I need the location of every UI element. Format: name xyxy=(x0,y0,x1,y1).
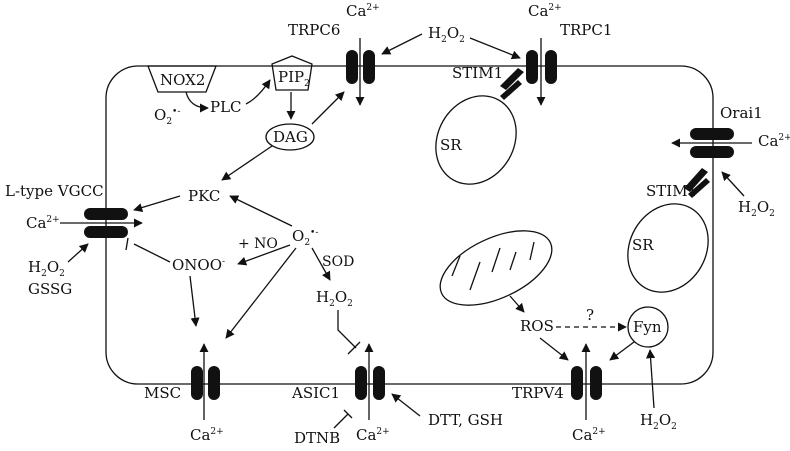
svg-text:PIP2: PIP2 xyxy=(278,68,310,89)
trpv4-channel xyxy=(571,343,602,420)
svg-text:H2O2: H2O2 xyxy=(28,258,65,279)
stim1-right-label: STIM1 xyxy=(646,182,697,200)
nox2-shape xyxy=(147,65,217,93)
o2-to-sod-line xyxy=(311,247,331,281)
dtnb-inhibit-bar xyxy=(343,409,353,419)
stim1-top-label: STIM1 xyxy=(452,64,503,82)
svg-text:H2O2: H2O2 xyxy=(316,288,353,309)
msc-ca-text: Ca2+ xyxy=(190,426,224,444)
svg-text:Ca2+: Ca2+ xyxy=(190,426,224,444)
nox2-to-plc-arrow xyxy=(185,91,209,113)
plus-no-label: + NO xyxy=(238,236,278,252)
fyn-label: Fyn xyxy=(633,318,662,336)
dtnb-inhibit-asic1 xyxy=(333,413,349,429)
ros-label: ROS xyxy=(520,317,554,335)
h2o2-gssg-to-ltype-arrow xyxy=(67,243,89,263)
svg-text:H2O2: H2O2 xyxy=(738,198,775,219)
dag-to-trpc6-arrow xyxy=(311,91,345,125)
asic1-channel xyxy=(355,343,385,420)
o2-central: O2•- xyxy=(292,227,318,248)
pkc-to-ltype-arrow xyxy=(133,195,181,212)
question-label: ? xyxy=(586,306,594,324)
sr-right-label: SR xyxy=(632,236,654,254)
fyn-to-trpv4-arrow xyxy=(609,341,635,361)
o2-near-nox2: O2•- xyxy=(154,106,180,127)
msc-channel xyxy=(191,343,220,420)
cell-membrane xyxy=(105,65,714,385)
trpc6-channel xyxy=(346,38,375,106)
h2o2-left: H2O2 xyxy=(28,258,65,279)
stim1-top-shape xyxy=(500,68,524,100)
dtt-to-asic1-arrow xyxy=(391,393,421,417)
h2o2-right: H2O2 xyxy=(738,198,775,219)
svg-text:Ca2+: Ca2+ xyxy=(356,426,390,444)
trpc6-label: TRPC6 xyxy=(288,21,340,39)
onoo-inhibit-bar xyxy=(125,237,129,251)
mitochondrion xyxy=(439,230,553,306)
svg-text:H2O2: H2O2 xyxy=(640,411,677,432)
trpc1-label: TRPC1 xyxy=(560,21,612,39)
ltype-ca-text: Ca2+ xyxy=(26,214,60,232)
svg-text:O2•-: O2•- xyxy=(154,106,180,127)
stim1-right-shape xyxy=(684,168,710,198)
pip2-shape xyxy=(271,55,313,91)
dtnb-label: DTNB xyxy=(294,429,340,447)
ltype-label: L-type VGCC xyxy=(5,182,104,200)
ros-to-trpv4-arrow xyxy=(539,337,569,361)
sr-right xyxy=(627,203,709,293)
mito-to-ros-arrow xyxy=(509,295,525,313)
trpv4-label: TRPV4 xyxy=(512,384,564,402)
trpc6-ca-text: Ca2+ xyxy=(346,2,380,20)
dag-label: DAG xyxy=(273,128,308,146)
svg-text:Ca2+: Ca2+ xyxy=(572,426,606,444)
onoo-inhibit-ltype xyxy=(133,243,171,263)
h2o2-inhibit-asic1 xyxy=(337,310,357,349)
orai1-ca-text: Ca2+ xyxy=(758,132,790,150)
asic1-label: ASIC1 xyxy=(291,384,340,402)
svg-text:Ca2+: Ca2+ xyxy=(528,2,562,20)
pip2-text: PIP2 xyxy=(278,68,310,89)
h2o2-to-stim1-right-arrow xyxy=(721,171,745,197)
h2o2-inhibit-bar xyxy=(347,341,361,355)
sr-top xyxy=(435,95,517,185)
dag-shape xyxy=(265,123,315,151)
orai1-channel xyxy=(671,128,752,158)
o2-to-msc-arrow xyxy=(225,247,297,339)
o2-to-pkc-arrow xyxy=(229,195,293,227)
svg-text:ONOO-: ONOO- xyxy=(172,256,225,274)
o2-to-onoo-arrow xyxy=(237,244,291,266)
gssg-label: GSSG xyxy=(28,280,72,298)
pkc-label: PKC xyxy=(188,187,220,205)
trpc1-ca-text: Ca2+ xyxy=(528,2,562,20)
fyn-shape xyxy=(627,306,669,348)
trpc1-channel xyxy=(526,38,557,106)
plc-label: PLC xyxy=(210,98,242,116)
orai1-label: Orai1 xyxy=(720,104,763,122)
sr-top-label: SR xyxy=(440,136,462,154)
svg-text:Ca2+: Ca2+ xyxy=(346,2,380,20)
sod-label: SOD xyxy=(322,254,354,270)
ltype-channel xyxy=(60,208,143,238)
onoo-text: ONOO- xyxy=(172,256,225,274)
svg-text:H2O2: H2O2 xyxy=(428,24,465,45)
asic1-ca-text: Ca2+ xyxy=(356,426,390,444)
svg-text:O2•-: O2•- xyxy=(292,227,318,248)
h2o2-to-trpc1-arrow xyxy=(469,37,521,60)
trpv4-ca-text: Ca2+ xyxy=(572,426,606,444)
svg-text:Ca2+: Ca2+ xyxy=(758,132,790,150)
h2o2-center: H2O2 xyxy=(316,288,353,309)
plc-to-pip2-arrow xyxy=(245,79,271,105)
msc-label: MSC xyxy=(144,384,181,402)
h2o2-to-fyn-arrow xyxy=(646,349,656,409)
nox2-label: NOX2 xyxy=(160,71,205,89)
dag-to-pkc-arrow xyxy=(221,145,273,181)
svg-text:Ca2+: Ca2+ xyxy=(26,214,60,232)
dtt-gsh-label: DTT, GSH xyxy=(428,411,503,429)
h2o2-to-trpc6-arrow xyxy=(381,33,423,55)
onoo-to-msc-arrow xyxy=(189,275,200,327)
h2o2-top: H2O2 xyxy=(428,24,465,45)
h2o2-bottom: H2O2 xyxy=(640,411,677,432)
